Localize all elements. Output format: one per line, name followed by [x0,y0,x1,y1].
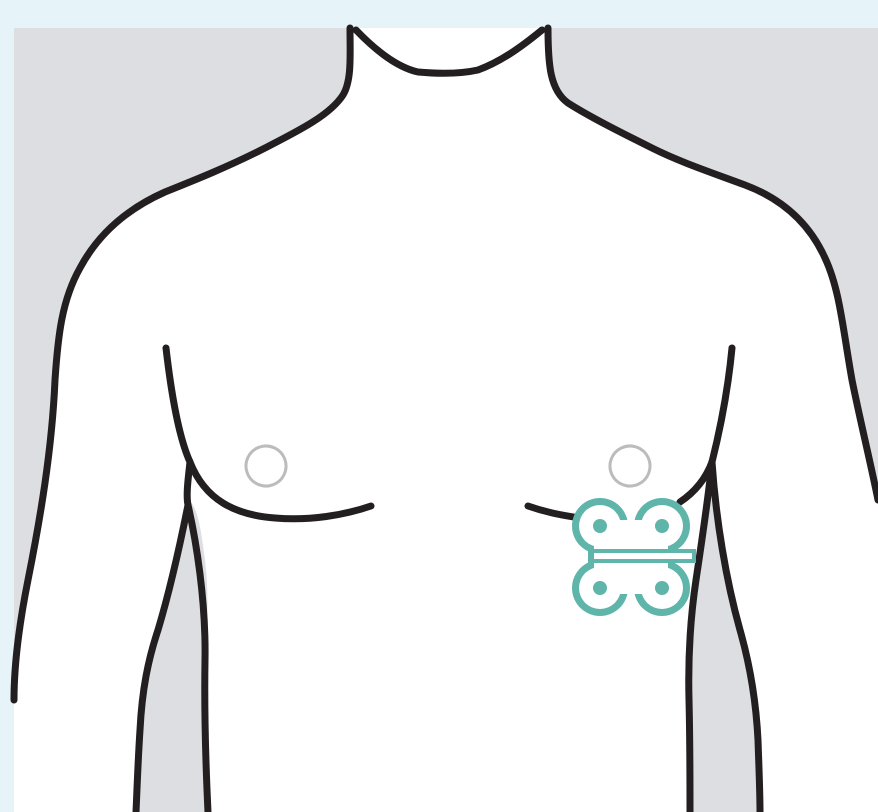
torso-diagram [0,0,878,812]
diagram-canvas [0,0,878,812]
